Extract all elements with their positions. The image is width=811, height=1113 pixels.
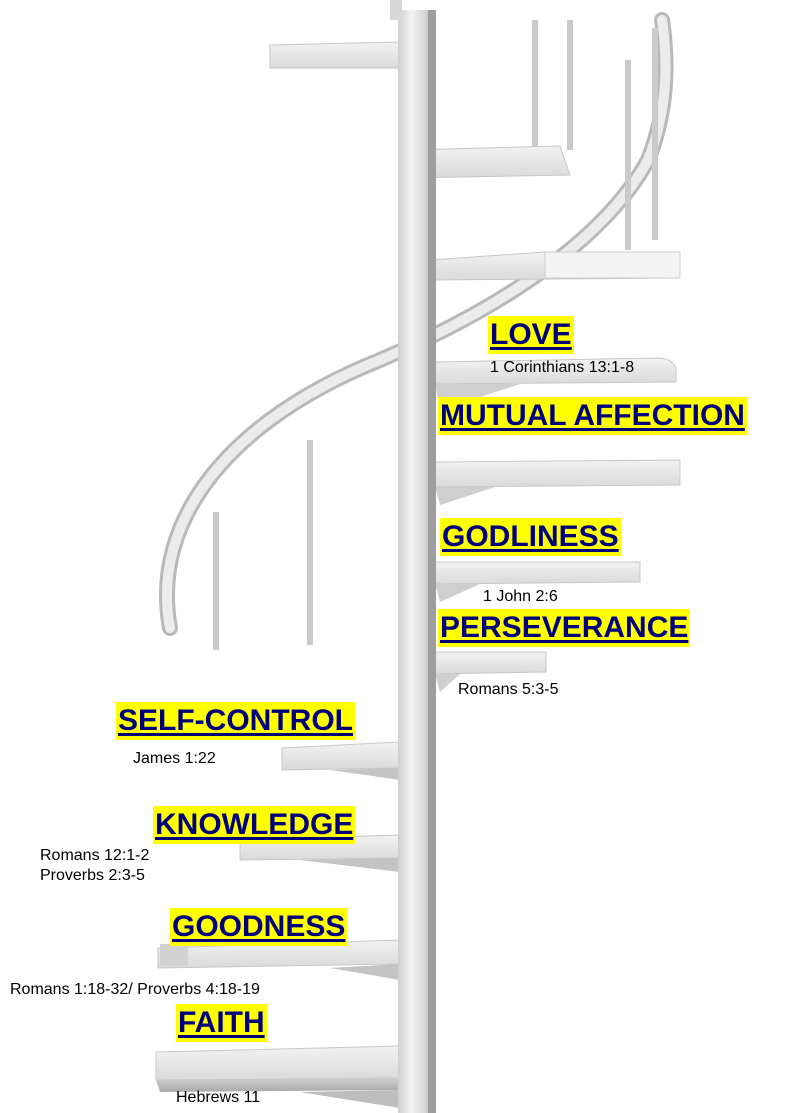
- reference-faith: Hebrews 11: [176, 1089, 261, 1106]
- reference-love: 1 Corinthians 13:1-8: [490, 359, 635, 376]
- reference-goodness: Romans 1:18-32/ Proverbs 4:18-19: [10, 981, 260, 998]
- virtue-label-perseverance: PERSEVERANCE: [438, 609, 691, 647]
- virtue-label-goodness: GOODNESS: [170, 908, 348, 946]
- virtue-label-godliness: GODLINESS: [440, 518, 621, 556]
- virtue-label-love: LOVE: [488, 316, 574, 354]
- virtue-label-knowledge: KNOWLEDGE: [153, 806, 356, 844]
- reference-knowledge-2: Proverbs 2:3-5: [40, 867, 145, 884]
- reference-knowledge-1: Romans 12:1-2: [40, 847, 150, 864]
- reference-perseverance: Romans 5:3-5: [458, 681, 559, 698]
- reference-godliness: 1 John 2:6: [483, 588, 558, 605]
- virtue-label-self-control: SELF-CONTROL: [116, 702, 355, 740]
- virtue-label-mutual-affection: MUTUAL AFFECTION: [438, 397, 747, 435]
- center-pole: [390, 0, 436, 1113]
- reference-self-control: James 1:22: [133, 750, 216, 767]
- upper-steps: [269, 41, 681, 281]
- handrail: [158, 12, 674, 636]
- virtue-label-faith: FAITH: [176, 1004, 267, 1042]
- balusters: [213, 20, 658, 650]
